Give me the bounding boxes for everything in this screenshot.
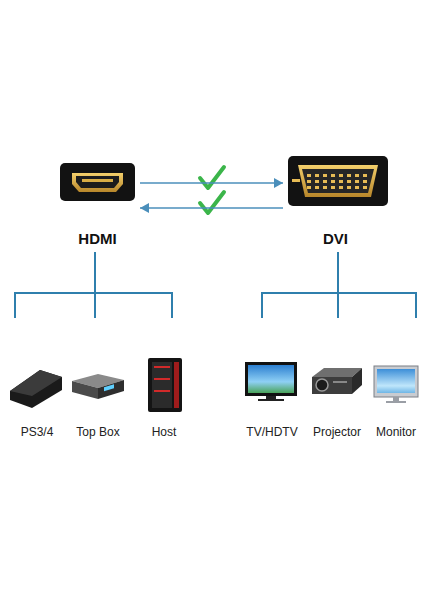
- check-mark: [200, 167, 224, 188]
- projector-icon: [312, 368, 362, 394]
- box-side: [72, 381, 98, 399]
- tv-screen: [248, 365, 294, 393]
- dvi-connector: DVI: [283, 152, 388, 252]
- tv-icon: [245, 362, 297, 401]
- device-label: PS3/4: [21, 425, 54, 439]
- port-housing: [288, 156, 388, 206]
- port-slot: [76, 176, 119, 188]
- connector: [262, 252, 338, 318]
- flat-blade: [292, 179, 300, 182]
- tv-frame: [245, 362, 297, 396]
- connector: [338, 252, 416, 318]
- device-node: Projector: [306, 318, 368, 444]
- device-node: PS3/4: [6, 318, 68, 444]
- console-body: [10, 370, 62, 408]
- arrow-head: [140, 203, 149, 213]
- hdmi-connector: HDMI: [55, 160, 140, 252]
- arrow-head: [274, 178, 283, 188]
- monitor-stand: [386, 401, 406, 403]
- tv-stand: [258, 399, 284, 401]
- monitor-icon: [374, 366, 418, 403]
- port-shell: [298, 165, 378, 197]
- device-node: TV/HDTV: [240, 318, 304, 444]
- monitor-frame: [374, 366, 418, 397]
- tower-light: [154, 366, 170, 368]
- tv-neck: [266, 396, 276, 399]
- box-display: [104, 384, 114, 391]
- monitor-neck: [393, 397, 399, 401]
- projector-side: [352, 368, 362, 394]
- device-label: Host: [152, 425, 177, 439]
- pin-grid: [306, 173, 370, 191]
- port-pins: [82, 179, 113, 182]
- port-shell: [72, 173, 123, 192]
- box-front: [98, 380, 124, 399]
- monitor-screen: [377, 369, 415, 393]
- check-mark: [200, 192, 224, 213]
- tower-case: [148, 358, 182, 412]
- port-label: HDMI: [78, 230, 116, 247]
- tower-light: [154, 378, 170, 380]
- tower-front: [152, 362, 172, 408]
- connector: [15, 252, 95, 318]
- console-top: [10, 370, 62, 396]
- port-housing: [60, 163, 135, 201]
- device-label: Projector: [313, 425, 361, 439]
- connector: [95, 252, 172, 318]
- port-label: DVI: [323, 230, 348, 247]
- pc-tower-icon: [148, 358, 182, 412]
- projector-front: [312, 377, 352, 394]
- port-socket: [302, 169, 374, 193]
- dvi-port: [288, 156, 388, 206]
- set-top-box-icon: [72, 374, 124, 399]
- tower-stripe: [174, 362, 179, 408]
- device-node: Top Box: [70, 318, 126, 444]
- projector-lens: [316, 379, 328, 391]
- tower-light: [154, 390, 170, 392]
- console-icon: [10, 370, 62, 408]
- device-label: Monitor: [376, 425, 416, 439]
- device-node: Host: [138, 318, 190, 444]
- device-node: Monitor: [371, 318, 421, 444]
- device-label: Top Box: [76, 425, 119, 439]
- connector: [140, 207, 283, 209]
- projector-vent: [333, 381, 347, 383]
- device-label: TV/HDTV: [246, 425, 297, 439]
- hdmi-port: [60, 163, 135, 201]
- connector: [140, 182, 283, 184]
